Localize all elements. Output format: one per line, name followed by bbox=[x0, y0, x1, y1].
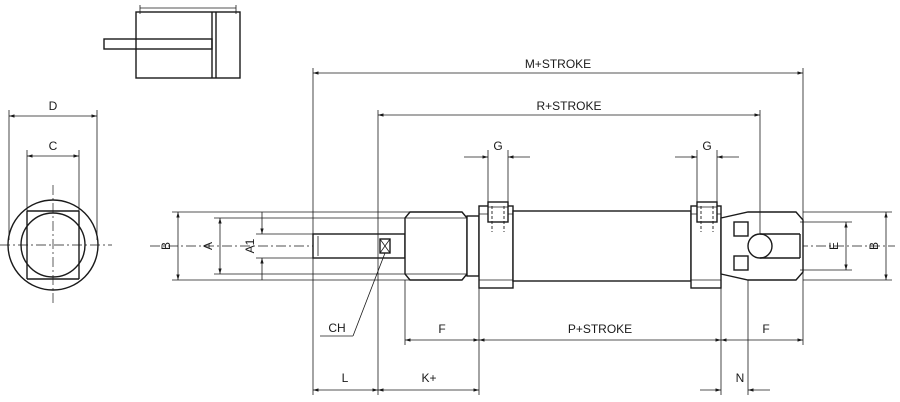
label-k: K+ bbox=[421, 371, 436, 385]
label-b-left: B bbox=[159, 242, 173, 250]
label-p-stroke: P+STROKE bbox=[568, 322, 632, 336]
label-e: E bbox=[827, 242, 841, 250]
label-g-left: G bbox=[493, 139, 502, 153]
label-f-left: F bbox=[438, 322, 445, 336]
label-l: L bbox=[342, 371, 349, 385]
label-b-right: B bbox=[867, 242, 881, 250]
label-r-stroke: R+STROKE bbox=[536, 99, 601, 113]
end-view bbox=[0, 110, 112, 305]
label-m-stroke: M+STROKE bbox=[525, 57, 591, 71]
label-ch: CH bbox=[328, 321, 345, 335]
label-d: D bbox=[49, 99, 58, 113]
side-view bbox=[150, 201, 895, 289]
label-n: N bbox=[736, 371, 745, 385]
cylinder-schematic-icon bbox=[103, 5, 241, 79]
label-g-right: G bbox=[702, 139, 711, 153]
dimension-lines bbox=[172, 68, 892, 395]
label-a1: A1 bbox=[243, 238, 257, 253]
label-a: A bbox=[201, 242, 215, 250]
dimension-labels: M+STROKE R+STROKE G G D C B A A1 E B CH … bbox=[49, 57, 881, 385]
label-f-right: F bbox=[762, 322, 769, 336]
label-c: C bbox=[49, 139, 58, 153]
